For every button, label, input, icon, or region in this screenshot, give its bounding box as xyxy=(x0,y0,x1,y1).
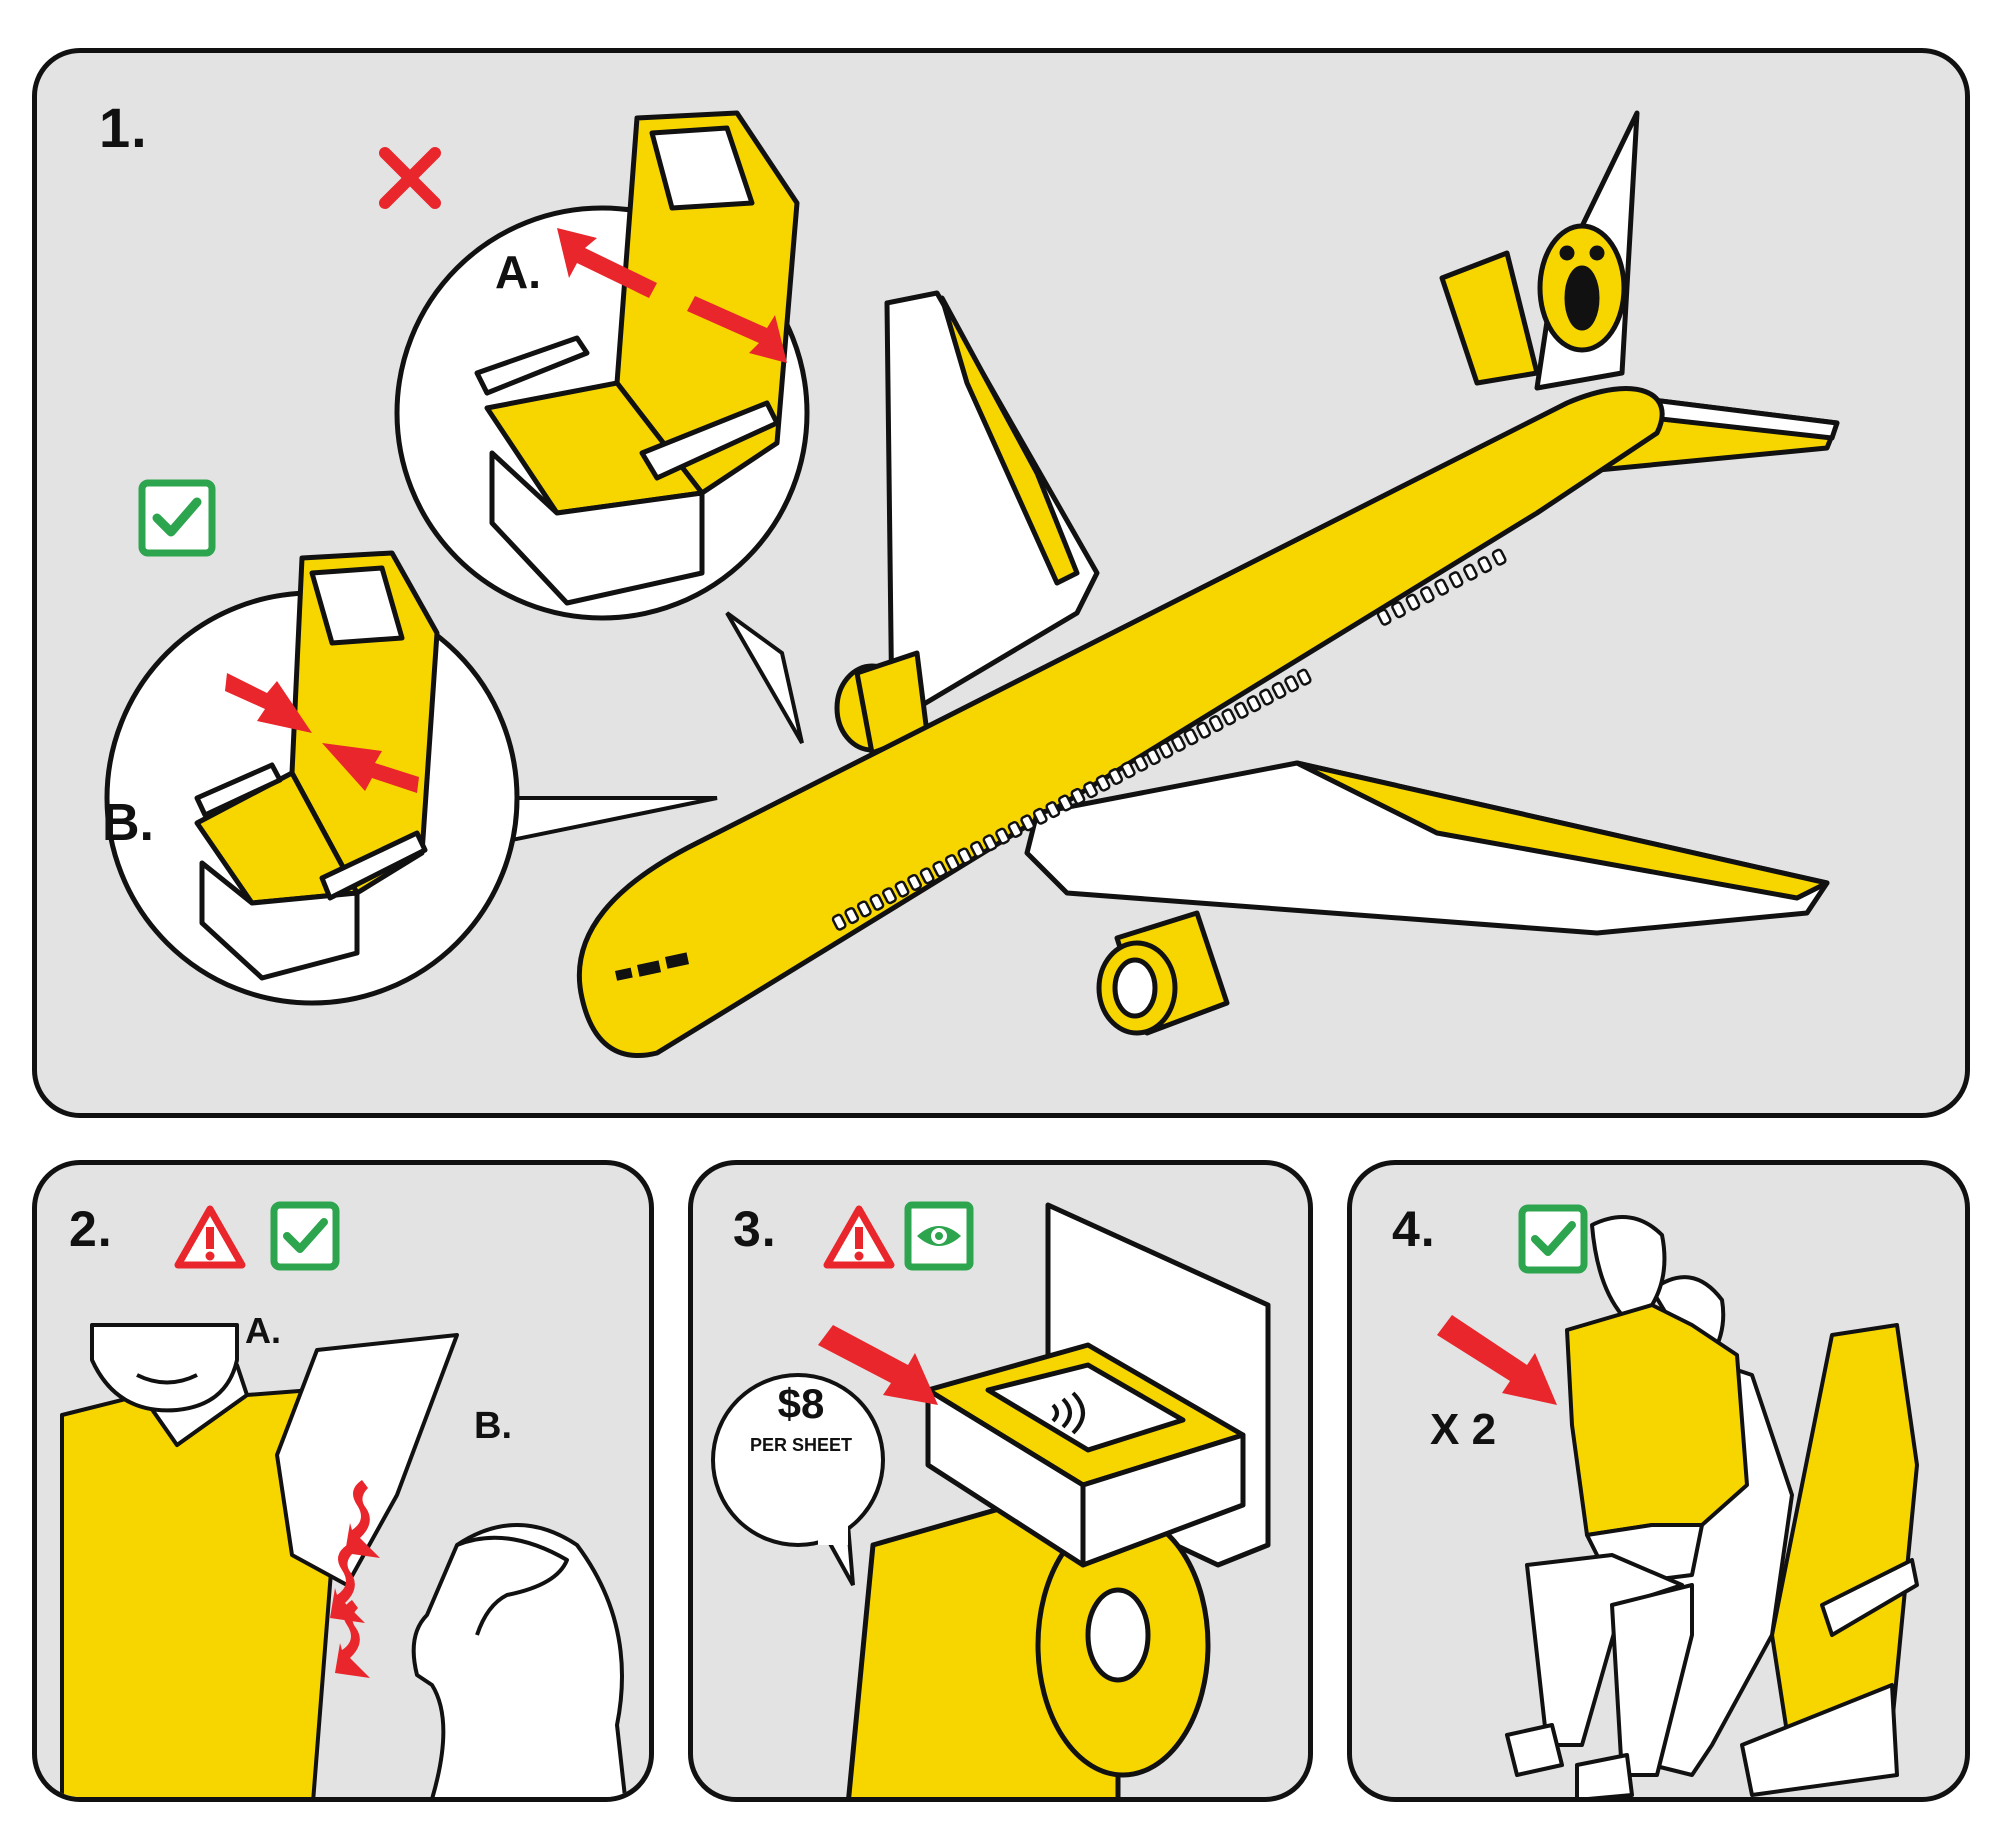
panel-2-illustration xyxy=(60,1323,628,1797)
callout-b-label: B. xyxy=(102,794,154,852)
panel-4: 4. X 2 xyxy=(1347,1160,1970,1802)
green-check-icon xyxy=(1518,1204,1588,1274)
seat xyxy=(1770,1323,1919,1767)
label-a: A. xyxy=(245,1310,281,1351)
label-b: B. xyxy=(474,1405,512,1447)
step-number: 3. xyxy=(733,1201,777,1257)
green-eye-icon xyxy=(904,1201,974,1271)
panel-3-illustration xyxy=(711,1202,1271,1797)
red-arrow-icon xyxy=(818,1325,938,1405)
green-check-icon xyxy=(270,1201,340,1271)
callout-a-pointer xyxy=(725,611,804,744)
step-number: 4. xyxy=(1392,1201,1436,1257)
odor-arrows-icon xyxy=(330,1480,380,1678)
cockpit-windows xyxy=(615,952,690,981)
warning-icon xyxy=(823,1205,895,1269)
green-check-icon xyxy=(138,479,216,557)
callout-a-label: A. xyxy=(495,246,541,298)
panel-1: 1. A. B. xyxy=(32,48,1970,1118)
squeeze-arrows-icon xyxy=(225,673,419,793)
price-value: $8 xyxy=(777,1380,825,1427)
panel-2: 2. A. B. xyxy=(32,1160,654,1802)
bear-logo-icon xyxy=(1537,223,1627,353)
airplane xyxy=(576,110,1840,1059)
stretch-arrows-icon xyxy=(557,228,787,363)
warning-icon xyxy=(174,1205,246,1269)
panel-3: 3. $8 PER SHEET xyxy=(688,1160,1313,1802)
red-arrow-icon xyxy=(1437,1315,1557,1405)
callout-b-pointer xyxy=(484,796,718,846)
panel-1-illustration xyxy=(104,110,1840,1059)
red-x-icon xyxy=(379,147,441,209)
callout-a xyxy=(394,110,810,621)
person-b xyxy=(411,1523,628,1797)
passenger-front xyxy=(1565,1303,1749,1537)
price-unit: PER SHEET xyxy=(749,1435,853,1455)
passenger-windows xyxy=(831,548,1507,931)
callout-b xyxy=(104,550,520,1006)
multiplier-label: X 2 xyxy=(1430,1405,1497,1454)
panel-4-illustration xyxy=(1437,1215,1919,1797)
contactless-icon xyxy=(1051,1391,1085,1435)
price-bubble xyxy=(711,1373,885,1586)
step-number: 1. xyxy=(99,96,148,159)
step-number: 2. xyxy=(69,1201,113,1257)
